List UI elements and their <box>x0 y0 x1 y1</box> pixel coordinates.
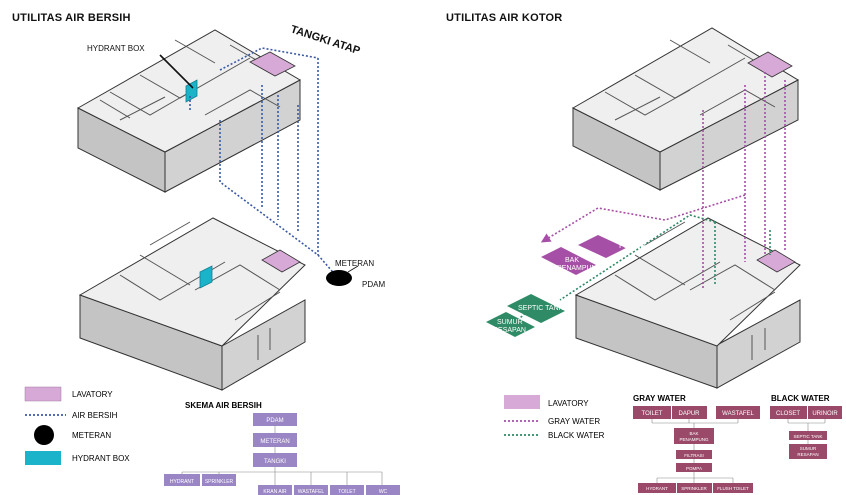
lavatory-area-lower-left <box>261 249 301 273</box>
skema-title: SKEMA AIR BERSIH <box>185 401 262 410</box>
gw-hydrant-label: HYDRANT <box>646 486 668 491</box>
tangki-atap-label: TANGKI ATAP <box>289 23 361 57</box>
legend-meteran-label: METERAN <box>72 431 111 440</box>
legend-air-bersih: LAVATORY AIR BERSIH METERAN HYDRANT BOX <box>24 386 130 465</box>
gw-bak-box <box>674 428 714 444</box>
hydrant-box-lower <box>199 265 213 289</box>
gw-flush-toilet-box <box>713 483 753 493</box>
bw-urinoir-box <box>808 406 842 419</box>
gw-filtrasi-label: FILTRASI <box>684 453 703 458</box>
gw-wastafel-label: WASTAFEL <box>722 411 754 417</box>
hydrant-box-label: HYDRANT BOX <box>87 44 145 53</box>
gw-toilet-box <box>633 406 671 419</box>
schema-hydrant-label: HYDRANT <box>170 479 194 485</box>
legend-right-lavatory-label: LAVATORY <box>548 399 589 408</box>
pdam-label: PDAM <box>362 280 385 289</box>
septic-tank-box <box>507 294 565 323</box>
gw-flush-toilet-label: FLUSH TOILET <box>717 486 749 491</box>
gray-water-title: GRAY WATER <box>633 394 686 403</box>
bw-urinoir-label: URINOIR <box>812 411 838 417</box>
schema-kran-air-box <box>258 485 292 495</box>
bak-penampung-box <box>541 247 596 275</box>
schema-tangki-label: TANGKI <box>264 459 286 465</box>
schema-pdam-label: PDAM <box>266 418 283 424</box>
sumur-label: SUMUR <box>497 319 523 326</box>
legend-black-water-label: BLACK WATER <box>548 431 605 440</box>
gw-penampung-label: PENAMPUNG <box>679 437 709 442</box>
lavatory-area-upper-left <box>249 51 296 77</box>
penampung-label: PENAMPUNG <box>557 265 602 272</box>
bw-closet-label: CLOSET <box>776 411 800 417</box>
schema-meteran-label: METERAN <box>260 439 289 445</box>
legend-lavatory-label: LAVATORY <box>72 390 113 399</box>
gw-hydrant-box <box>638 483 676 493</box>
gw-sprinkler-box <box>677 483 712 493</box>
bw-sumur-box <box>789 444 827 459</box>
bw-closet-box <box>770 406 807 419</box>
schema-tangki-box <box>253 453 297 467</box>
bw-resapan-label: RESAPAN <box>797 452 818 457</box>
meteran-symbol <box>326 270 352 286</box>
gw-pompa-box <box>676 463 712 472</box>
filter-label: FILTER <box>619 241 646 250</box>
lavatory-area-lower-right <box>756 249 796 273</box>
legend-hydrant-box-label: HYDRANT BOX <box>72 454 130 463</box>
gray-water-schema: GRAY WATER TOILET DAPUR WASTAFEL BAK PEN… <box>633 394 760 493</box>
gray-water-pipes <box>540 72 786 290</box>
lower-floor-building-right <box>574 217 801 389</box>
septic-tank-label: SEPTIC TANK <box>518 305 564 312</box>
lavatory-area-upper-right <box>747 51 793 78</box>
bak-label: BAK <box>565 257 579 264</box>
skema-air-bersih: SKEMA AIR BERSIH PDAM METERAN TANGKI HYD… <box>164 401 400 495</box>
schema-meteran-box <box>253 433 297 447</box>
gw-dapur-label: DAPUR <box>678 411 700 417</box>
gw-sprinkler-label: SPRINKLER <box>681 486 707 491</box>
schema-kran-air-label: KRAN AIR <box>263 489 287 495</box>
black-water-schema: BLACK WATER CLOSET URINOIR SEPTIC TANK S… <box>770 394 842 459</box>
upper-floor-building-right <box>571 27 800 191</box>
schema-sprinkler-box <box>202 474 236 486</box>
resapan-label: RESAPAN <box>493 327 526 334</box>
gw-filtrasi-box <box>676 450 712 459</box>
black-water-title: BLACK WATER <box>771 394 830 403</box>
schema-sprinkler-label: SPRINKLER <box>205 479 234 485</box>
schema-pdam-box <box>253 413 297 426</box>
hydrant-callout-line <box>159 54 194 89</box>
legend-air-bersih-label: AIR BERSIH <box>72 411 118 420</box>
schema-toilet-box <box>330 485 364 495</box>
gw-wastafel-box <box>716 406 760 419</box>
legend-gray-water-label: GRAY WATER <box>548 417 600 426</box>
schema-wc-label: WC <box>379 489 388 495</box>
sumur-resapan-box <box>486 312 535 337</box>
schema-wastafel-box <box>294 485 328 495</box>
schema-hydrant-box <box>164 474 200 486</box>
upper-floor-building-left <box>76 29 302 193</box>
legend-meteran-symbol <box>34 425 54 445</box>
bw-septic-label: SEPTIC TANK <box>793 434 822 439</box>
gw-toilet-label: TOILET <box>642 411 663 417</box>
schema-wastafel-label: WASTAFEL <box>298 489 325 495</box>
schema-toilet-label: TOILET <box>338 489 355 495</box>
title-air-bersih: UTILITAS AIR BERSIH <box>12 12 131 24</box>
gw-bak-label: BAK <box>689 431 698 436</box>
bw-septic-box <box>789 431 827 440</box>
meteran-label: METERAN <box>335 259 374 268</box>
gw-pompa-label: POMPA <box>686 466 702 471</box>
bw-sumur-label: SUMUR <box>800 446 817 451</box>
lower-floor-building-left <box>78 217 306 391</box>
title-air-kotor: UTILITAS AIR KOTOR <box>446 12 563 24</box>
hydrant-box-upper <box>185 79 198 103</box>
filter-box <box>578 235 626 258</box>
schema-wc-box <box>366 485 400 495</box>
legend-air-kotor: LAVATORY GRAY WATER BLACK WATER <box>504 395 605 440</box>
gw-dapur-box <box>672 406 707 419</box>
